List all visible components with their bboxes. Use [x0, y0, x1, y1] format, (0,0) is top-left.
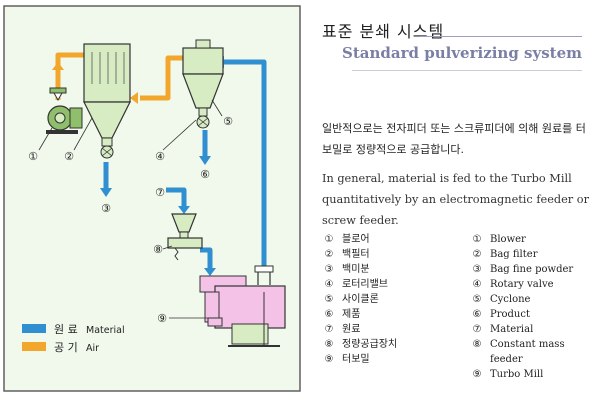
- parts-list-english: ① Blower ② Bag filter ③ Bag fine powder ④ Rotar…: [470, 232, 600, 382]
- part-label: Bag filter: [490, 249, 538, 260]
- subtitle-rule: [352, 70, 582, 71]
- legend-air-swatch: [22, 342, 46, 351]
- part-item: ④ Rotary valve: [470, 277, 600, 292]
- part-item: ③ Bag fine powder: [470, 262, 600, 277]
- air-arrow-up: [52, 62, 64, 70]
- callout-7: ⑦: [155, 186, 165, 199]
- part-item: ② 백필터: [322, 247, 397, 262]
- material-pipes: [103, 59, 267, 270]
- part-item: ⑥ Product: [470, 307, 600, 322]
- part-label: 백필터: [342, 249, 370, 260]
- part-item: ⑧ 정량공급장치: [322, 337, 398, 352]
- part-label: Turbo Mill: [490, 369, 544, 380]
- part-number: ①: [472, 234, 482, 245]
- part-label: Constant mass feeder: [490, 339, 565, 365]
- part-label: Material: [490, 324, 534, 335]
- constant-mass-feeder: [167, 237, 203, 261]
- system-diagram: ① ② ③ ④ ⑤ ⑥ ⑦ ⑧ ⑨ 원 료 Material 공 기 Air: [3, 5, 301, 392]
- part-label: Rotary valve: [490, 279, 554, 290]
- callout-3: ③: [101, 202, 111, 215]
- part-label: 원료: [342, 324, 361, 335]
- part-item: ③ 백미분: [322, 262, 397, 277]
- part-label: 사이클론: [342, 294, 379, 305]
- part-item: ⑨ Turbo Mill: [470, 367, 600, 382]
- material-hopper: [171, 213, 197, 239]
- part-number: ⑦: [324, 324, 334, 335]
- legend: 원 료 Material 공 기 Air: [22, 323, 125, 354]
- part-number: ②: [472, 249, 482, 260]
- legend-air-en: Air: [86, 343, 99, 354]
- material-arrow-6: [199, 156, 211, 165]
- part-label: 제품: [342, 309, 361, 320]
- callout-4: ④: [155, 150, 165, 163]
- part-label: 정량공급장치: [342, 339, 398, 350]
- part-number: ⑥: [472, 309, 482, 320]
- part-number: ①: [324, 234, 334, 245]
- part-label: 백미분: [342, 264, 370, 275]
- description-korean: 일반적으로는 전자피더 또는 스크류피더에 의해 원료를 터보밀로 정량적으로 …: [322, 122, 586, 156]
- turbo-mill: [199, 265, 286, 347]
- legend-material-ko: 원 료: [54, 323, 78, 336]
- part-label: Product: [490, 309, 530, 320]
- part-label: 블로어: [342, 234, 370, 245]
- material-arrow-feeder: [178, 206, 190, 214]
- callout-1: ①: [28, 150, 38, 163]
- title-rule: [420, 36, 582, 37]
- part-item: ④ 로터리밸브: [322, 277, 397, 292]
- part-number: ⑥: [324, 309, 334, 320]
- air-pipes: [55, 52, 183, 101]
- part-number: ⑧: [472, 339, 482, 350]
- part-item: ⑤ 사이클론: [322, 292, 397, 307]
- part-number: ⑨: [472, 369, 482, 380]
- part-number: ③: [324, 264, 334, 275]
- callout-9: ⑨: [157, 312, 167, 325]
- cyclone: [182, 39, 224, 129]
- part-item: ② Bag filter: [470, 247, 600, 262]
- callout-8: ⑧: [153, 243, 163, 256]
- callout-5: ⑤: [223, 115, 233, 128]
- part-label: 로터리밸브: [342, 279, 388, 290]
- title-korean: 표준 분쇄 시스템: [322, 22, 445, 41]
- description-english: In general, material is fed to the Turbo…: [322, 172, 589, 227]
- blower: [46, 87, 83, 134]
- callout-leaders: [38, 99, 223, 319]
- part-number: ④: [324, 279, 334, 290]
- part-number: ③: [472, 264, 482, 275]
- part-item: ⑧ Constant mass feeder: [470, 337, 600, 367]
- callout-6: ⑥: [200, 168, 210, 181]
- title-english: Standard pulverizing system: [342, 44, 582, 62]
- part-item: ⑦ Material: [470, 322, 600, 337]
- part-number: ⑨: [324, 354, 334, 365]
- part-label: 터보밀: [342, 354, 370, 365]
- part-number: ⑦: [472, 324, 482, 335]
- part-number: ②: [324, 249, 334, 260]
- part-item: ⑦ 원료: [322, 322, 397, 337]
- part-number: ⑤: [472, 294, 482, 305]
- bag-filter: [83, 43, 131, 159]
- part-number: ④: [472, 279, 482, 290]
- callout-2: ②: [64, 150, 74, 163]
- part-item: ⑤ Cyclone: [470, 292, 600, 307]
- part-item: ① 블로어: [322, 232, 397, 247]
- part-number: ⑧: [324, 339, 334, 350]
- part-item: ⑨ 터보밀: [322, 352, 397, 367]
- air-arrow-left: [130, 92, 138, 104]
- legend-air-ko: 공 기: [54, 341, 78, 354]
- material-arrow-mill: [204, 268, 216, 276]
- part-label: Cyclone: [490, 294, 531, 305]
- part-item: ⑥ 제품: [322, 307, 397, 322]
- legend-material-swatch: [22, 324, 46, 333]
- parts-list-korean: ① 블로어 ② 백필터 ③ 백미분 ④ 로터리밸브 ⑤ 사이클론 ⑥ 제품 ⑦ 원료 ⑧ 정량공급장치 ⑨ 터보밀: [322, 232, 398, 367]
- part-label: Bag fine powder: [490, 264, 574, 275]
- part-number: ⑤: [324, 294, 334, 305]
- part-item: ① Blower: [470, 232, 600, 247]
- legend-material-en: Material: [86, 325, 125, 336]
- material-arrow-3: [100, 188, 112, 197]
- part-label: Blower: [490, 234, 526, 245]
